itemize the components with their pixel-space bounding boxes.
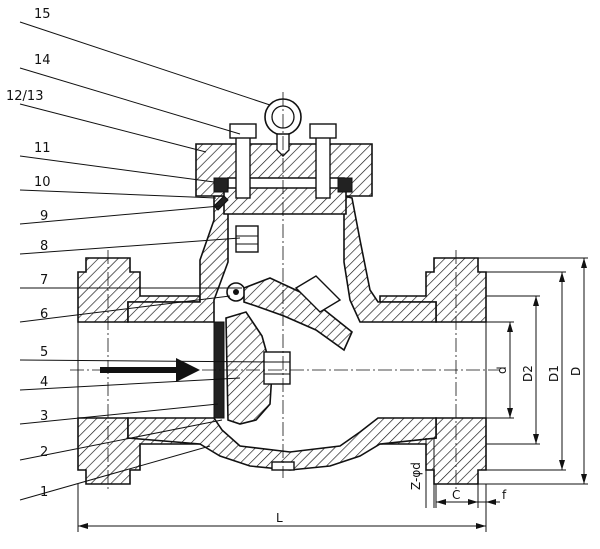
- dim-label-f: f: [502, 488, 507, 502]
- part-label-12-13: 12/13: [6, 89, 43, 104]
- part-label-1: 1: [40, 485, 48, 500]
- body-upper-wall-left: [127, 195, 229, 323]
- disc: [225, 311, 273, 425]
- flow-arrow-head: [176, 358, 200, 382]
- body-upper-wall-right: [343, 194, 437, 323]
- gasket-right: [337, 177, 353, 193]
- leader-lines: [19, 21, 271, 501]
- dim-label-D: D: [569, 367, 583, 376]
- gasket-left: [213, 177, 229, 193]
- part-label-3: 3: [40, 409, 48, 424]
- dim-label-d: d: [495, 366, 509, 374]
- dim-label-D2: D2: [521, 365, 535, 382]
- dimension-arrowheads: [78, 258, 587, 529]
- dim-label-Z-phi-d: Z-φd: [409, 462, 423, 490]
- nut-right: [309, 123, 337, 139]
- arm-fastener: [294, 275, 342, 313]
- hinge-bolt: [235, 225, 259, 253]
- part-label-6: 6: [40, 307, 48, 322]
- part-label-8: 8: [40, 239, 48, 254]
- part-label-11: 11: [34, 141, 51, 156]
- part-label-15: 15: [34, 7, 51, 22]
- part-label-7: 7: [40, 273, 48, 288]
- dim-label-C: C: [452, 488, 460, 502]
- part-label-10: 10: [34, 175, 51, 190]
- part-label-9: 9: [40, 209, 48, 224]
- part-label-14: 14: [34, 53, 51, 68]
- dim-label-D1: D1: [547, 365, 561, 382]
- dim-label-L: L: [276, 511, 283, 525]
- disc-nut: [263, 351, 291, 385]
- part-label-4: 4: [40, 375, 48, 390]
- part-label-2: 2: [40, 445, 48, 460]
- part-label-5: 5: [40, 345, 48, 360]
- swing-arm: [243, 277, 353, 352]
- nut-left: [229, 123, 257, 139]
- body-lower-bowl: [127, 417, 437, 471]
